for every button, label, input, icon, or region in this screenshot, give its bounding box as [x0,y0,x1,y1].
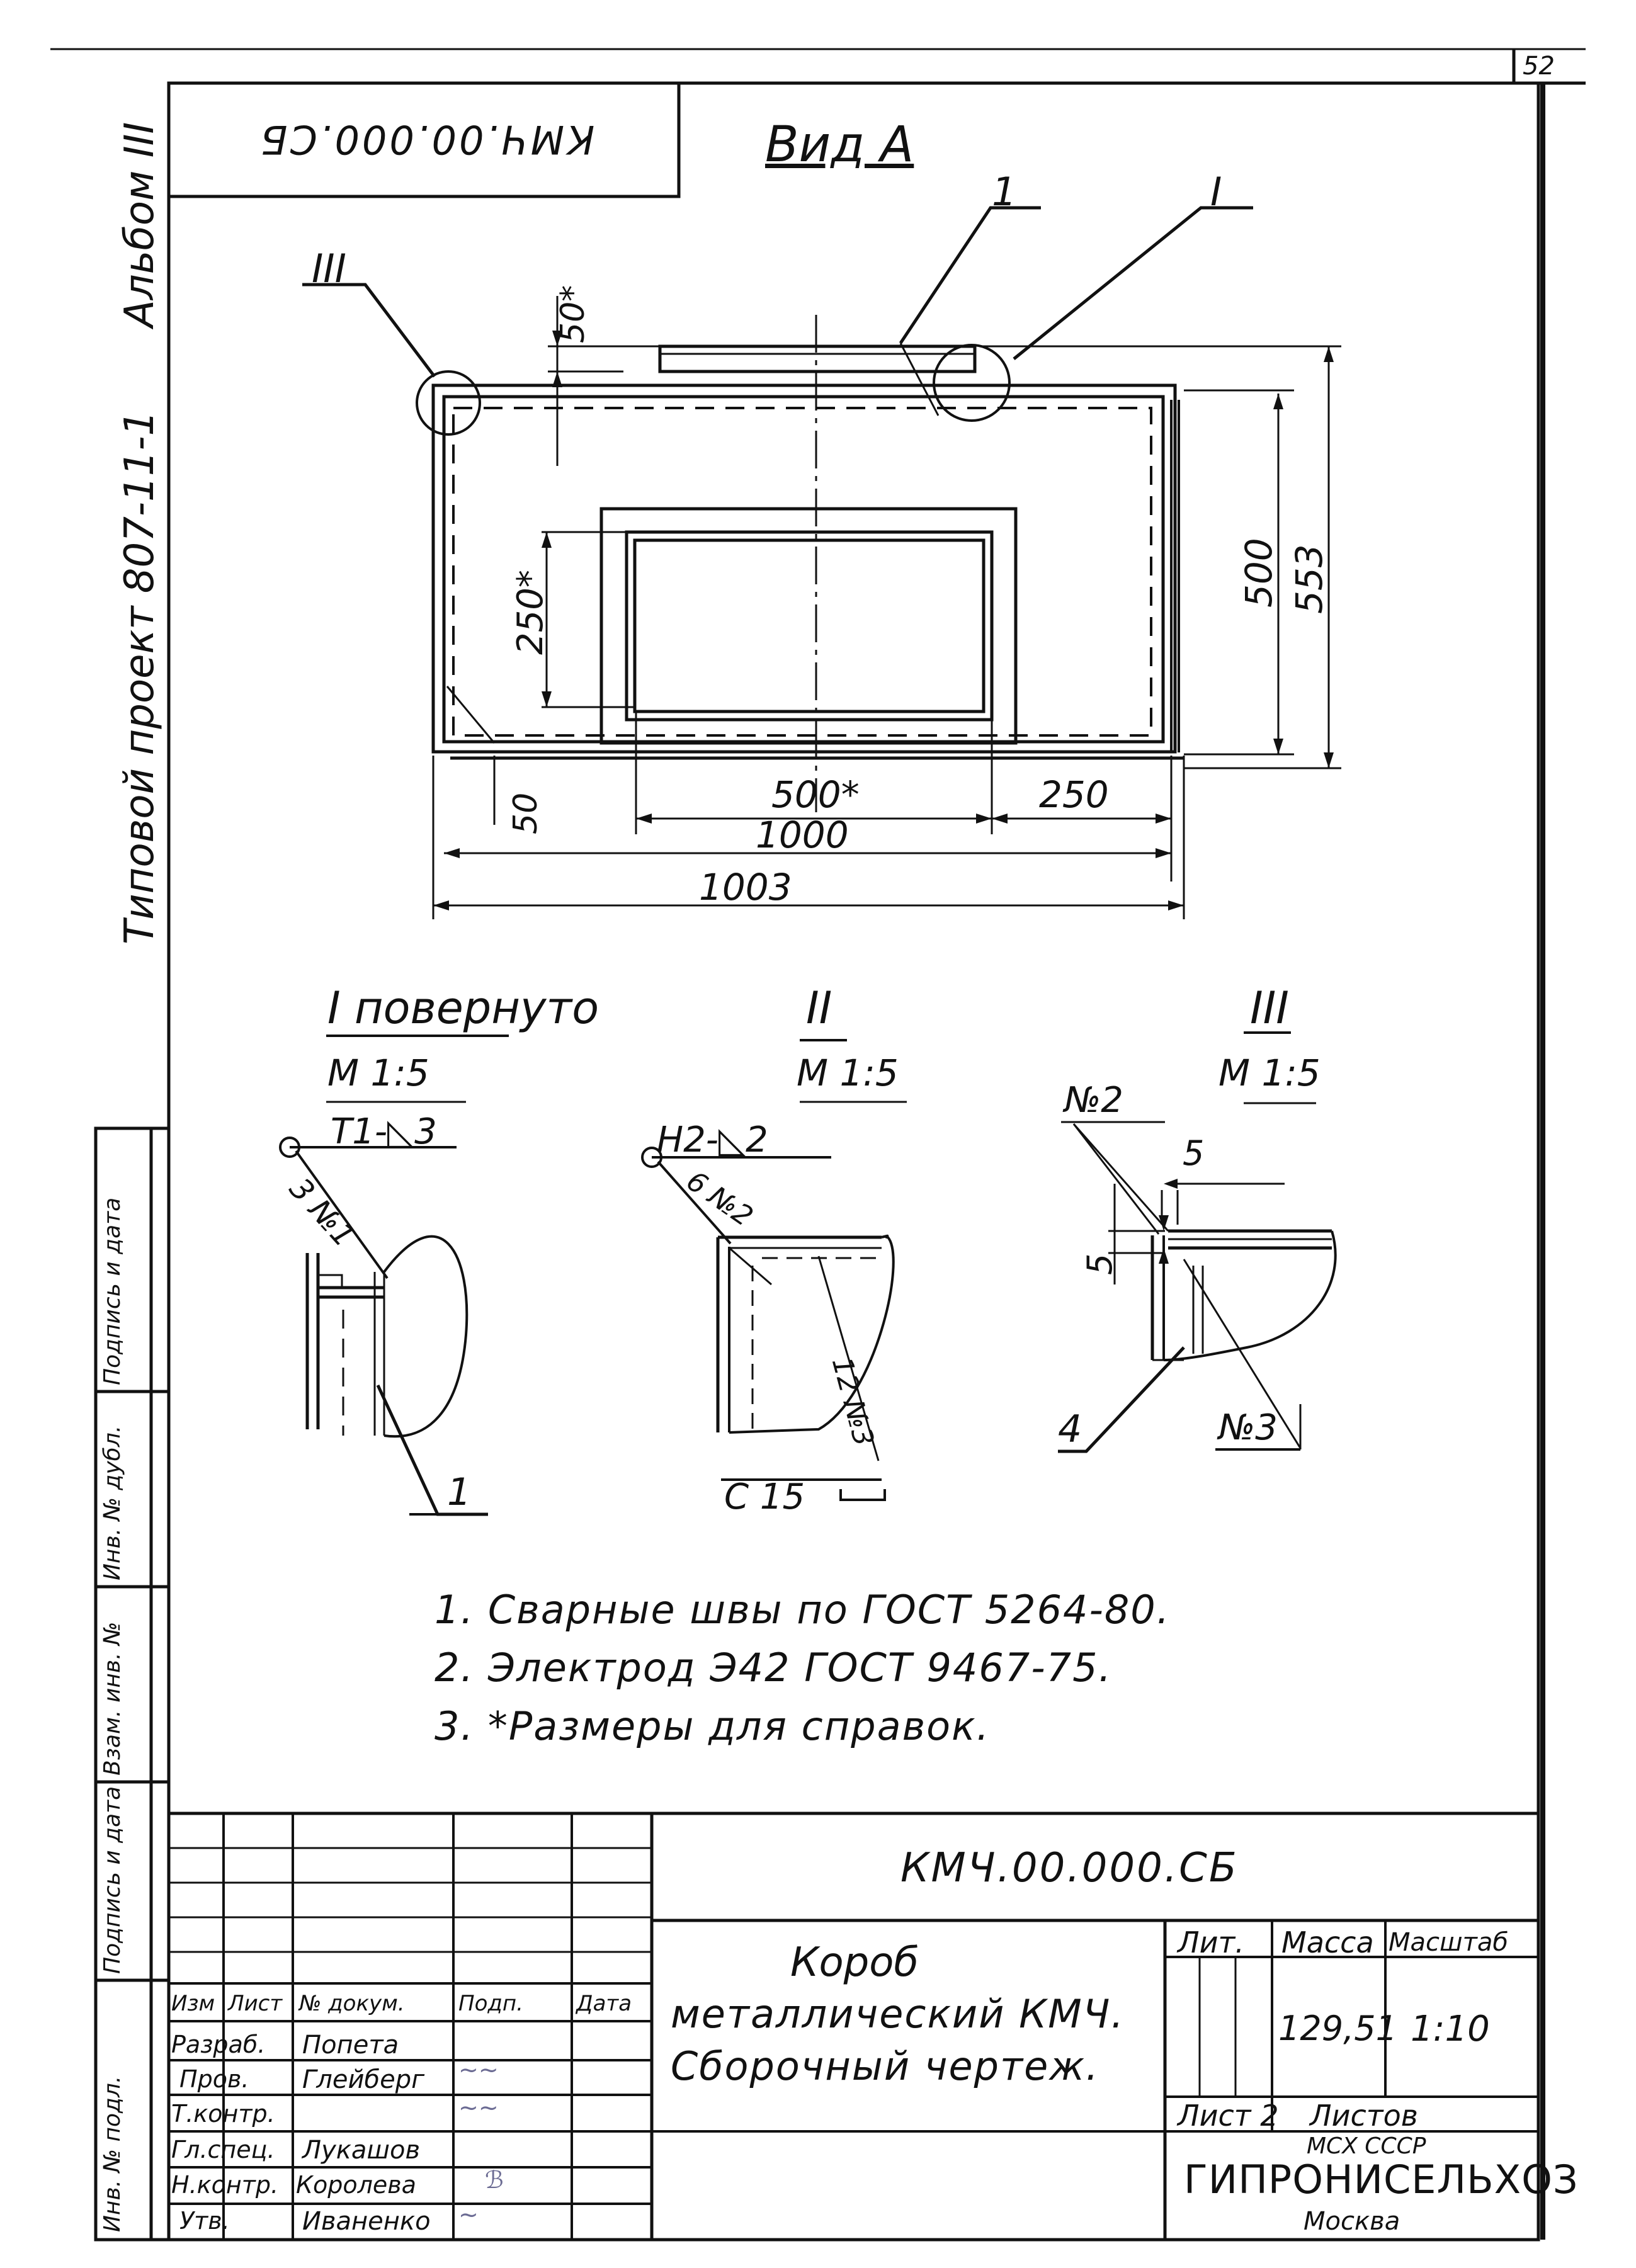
detail-1-title: I повернуто [327,982,599,1034]
th-list: Лист [228,1991,283,2016]
note-3: 3. *Размеры для справок. [435,1703,991,1749]
name-line-1: Короб [790,1939,919,1986]
side-album-label: Альбом III [116,122,163,327]
dim-250: 250* [510,570,551,655]
stamp-inv-dubl: Инв. № дубл. [99,1425,125,1580]
detail-3-weld-bottom: №3 [1218,1407,1278,1448]
th-podp: Подп. [458,1991,523,2016]
signature-nkontr: ~ [458,2201,479,2228]
dim-500-center: 500* [771,773,860,816]
name-5: Иваненко [302,2207,431,2236]
detail-3-dim-5b: 5 [1080,1253,1120,1275]
signature-razrab: ~~ [458,2056,499,2084]
detail-1-weld: Т1-◺3 [331,1111,437,1152]
view-a-title: Вид А [765,116,914,173]
name-line-2: металлический КМЧ. [671,1991,1125,2037]
role-2: Т.контр. [171,2100,275,2128]
detail-3-part: 4 [1058,1407,1082,1451]
stamp-inv-podl: Инв. № подл. [99,2075,125,2232]
org-name: ГИПРОНИСЕЛЬХОЗ [1184,2157,1579,2203]
th-data: Дата [576,1991,632,2016]
name-1: Глейберг [302,2065,425,2094]
dim-1000: 1000 [756,814,849,856]
mass-label: Масса [1281,1925,1374,1959]
stamp-podpis-data-2: Подпись и дата [99,1197,125,1385]
scale-value: 1:10 [1411,2009,1490,2050]
dim-1003: 1003 [699,866,792,909]
stamp-vzam-inv: Взам. инв. № [99,1621,125,1776]
detail-1-scale: М 1:5 [327,1052,429,1094]
mass-value: 129,51 [1278,2009,1397,2048]
name-3: Лукашов [302,2136,421,2165]
sheets-label: Листов [1310,2099,1418,2133]
dim-500: 500 [1237,538,1280,608]
detail-3-dim-5a: 5 [1183,1133,1205,1173]
callout-node-III: III [312,246,346,292]
sheet-label: Лист 2 [1178,2099,1279,2133]
name-line-3: Сборочный чертеж. [671,2043,1099,2089]
detail-2-scale: М 1:5 [797,1052,899,1094]
dim-553: 553 [1288,544,1331,614]
detail-2-weld: Н2-◺2 [657,1120,768,1160]
scale-label: Масштаб [1389,1928,1509,1957]
callout-part-1: 1 [992,169,1017,215]
detail-1-part: 1 [447,1470,472,1514]
dim-50-left: 50 [507,792,545,834]
name-0: Попета [302,2031,399,2060]
detail-3-weld-top: №2 [1064,1080,1123,1121]
role-1: Пров. [179,2065,249,2093]
signature-prov: ~~ [458,2094,499,2121]
detail-2-title: II [806,982,832,1034]
stamp-podpis-data-1: Подпись и дата [99,1786,125,1974]
detail-3-title: III [1250,982,1289,1034]
role-4: Н.контр. [171,2171,279,2199]
dim-250-right: 250 [1039,773,1109,816]
callout-node-I: I [1210,169,1222,215]
title-block-code: КМЧ.00.000.СБ [900,1845,1239,1891]
dim-50-top: 50* [554,285,592,343]
doc-code-rotated: КМЧ.00.000.СБ [258,116,595,162]
signature-glspec: ℬ [485,2166,504,2194]
side-project-label: Типовой проект 807-11-1 [116,410,163,944]
org-top: МСХ СССР [1307,2133,1426,2159]
name-4: Королева [296,2171,416,2199]
role-3: Гл.спец. [171,2136,275,2163]
note-1: 1. Сварные швы по ГОСТ 5264-80. [435,1587,1171,1633]
sheet-number: 52 [1523,52,1555,81]
lit-label: Лит. [1178,1925,1244,1959]
th-izm: Изм [171,1991,215,2016]
th-doc: № докум. [299,1991,405,2016]
detail-2-profile: С 15 [724,1477,805,1517]
role-0: Разраб. [171,2031,266,2058]
detail-3-scale: М 1:5 [1218,1052,1321,1094]
org-city: Москва [1304,2207,1400,2236]
role-5: Утв. [179,2207,230,2235]
note-2: 2. Электрод Э42 ГОСТ 9467-75. [435,1645,1113,1691]
